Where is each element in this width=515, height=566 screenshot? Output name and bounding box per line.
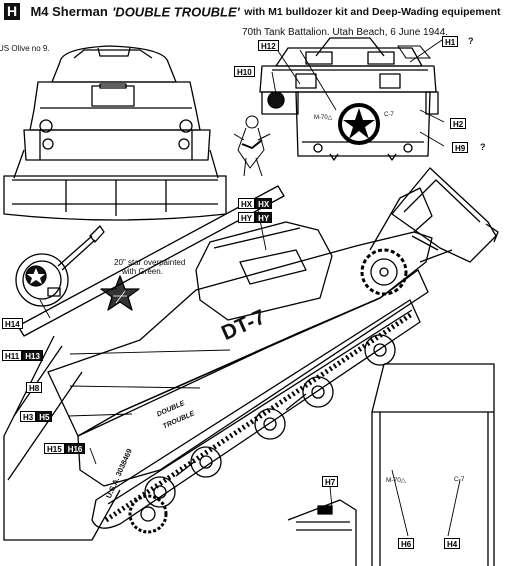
star-note: 20" star overpainted with Green. bbox=[114, 258, 185, 276]
blade-panel-view bbox=[371, 363, 495, 566]
side-view bbox=[3, 167, 499, 541]
track-links bbox=[104, 311, 414, 523]
turret-top-view bbox=[15, 225, 105, 307]
star-note-line2: with Green. bbox=[122, 267, 163, 276]
title-prefix: M4 Sherman bbox=[30, 4, 108, 20]
idler-wheel bbox=[128, 494, 168, 534]
title-row: H M4 Sherman 'DOUBLE TROUBLE' with M1 bu… bbox=[4, 3, 500, 23]
callout-h12: H12 bbox=[258, 40, 279, 51]
overpainted-star bbox=[100, 275, 140, 311]
rear-unit-code: M-70△ bbox=[314, 115, 333, 121]
rear-tank-number: C-7 bbox=[384, 112, 394, 118]
callout-h10: H10 bbox=[234, 66, 255, 77]
rear-roundel bbox=[267, 91, 285, 109]
callout-h7: H7 bbox=[322, 476, 339, 487]
rear-star-roundel bbox=[338, 103, 380, 145]
callout-h9: H9 bbox=[452, 142, 469, 153]
callout-h14: H14 bbox=[2, 318, 23, 329]
callout-h6: H6 bbox=[398, 538, 415, 549]
panel-tank-number: C-7 bbox=[454, 476, 465, 483]
turret-star bbox=[27, 268, 45, 284]
callout-h1: H1 bbox=[442, 36, 459, 47]
title-suffix: with M1 bulldozer kit and Deep-Wading eq… bbox=[244, 5, 501, 18]
panel-unit-code: M-70△ bbox=[386, 477, 406, 484]
rear-view bbox=[259, 37, 439, 161]
star-note-line1: 20" star overpainted bbox=[114, 258, 186, 267]
hatch-detail bbox=[287, 499, 357, 566]
subtitle: 70th Tank Battalion. Utah Beach, 6 June … bbox=[242, 27, 449, 38]
question-h1: ? bbox=[468, 36, 474, 46]
callout-h4: H4 bbox=[444, 538, 461, 549]
section-badge: H bbox=[4, 3, 20, 21]
olive-note: US Olive no 9. bbox=[0, 44, 50, 53]
front-view bbox=[3, 45, 227, 221]
soldier-figure bbox=[233, 115, 271, 177]
tank-name: 'DOUBLE TROUBLE' bbox=[112, 4, 240, 20]
question-h9: ? bbox=[480, 142, 486, 152]
drive-sprocket bbox=[360, 248, 408, 296]
leader-lines bbox=[39, 39, 461, 537]
callout-h8: H8 bbox=[26, 382, 43, 393]
callout-h2: H2 bbox=[450, 118, 467, 129]
rear-cap-detail bbox=[397, 45, 432, 59]
